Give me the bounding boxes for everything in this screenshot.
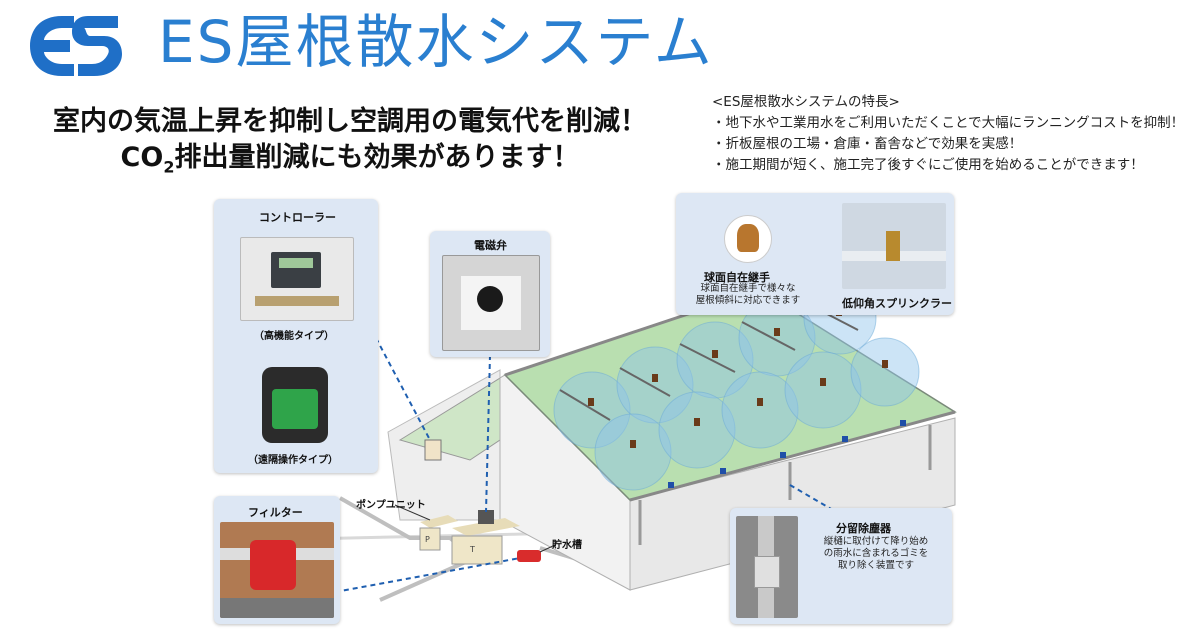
separator-panel: 分留除塵器 縦樋に取付けて降り始め の雨水に含まれるゴミを 取り除く装置です [730, 508, 952, 624]
controller-type-remote: （遠隔操作タイプ） [248, 455, 338, 466]
headline: 室内の気温上昇を抑制し空調用の電気代を削減！ CO2排出量削減にも効果があります… [20, 104, 680, 185]
svg-text:P: P [425, 535, 430, 544]
filter-panel: フィルター [214, 496, 340, 624]
valve-title: 電磁弁 [474, 239, 507, 252]
features-list: <ES屋根散水システムの特長> ・地下水や工業用水をご利用いただくことで大幅にラ… [712, 92, 1192, 176]
controller-photo-remote [262, 367, 328, 443]
brand-title: ES屋根散水システム [158, 8, 714, 76]
joint-photo [724, 215, 772, 263]
joint-desc: 球面自在継手で様々な屋根傾斜に対応できます [695, 283, 801, 306]
controller-title: コントローラー [259, 211, 336, 224]
headline-line1: 室内の気温上昇を抑制し空調用の電気代を削減！ [53, 106, 647, 137]
svg-text:T: T [469, 545, 475, 554]
separator-title: 分留除塵器 [836, 522, 891, 535]
features-heading: <ES屋根散水システムの特長> [712, 94, 900, 110]
filter-title: フィルター [248, 506, 303, 519]
filter-photo [220, 522, 334, 618]
feature-item: ・地下水や工業用水をご利用いただくことで大幅にランニングコストを抑制！ [712, 115, 1185, 131]
separator-photo [736, 516, 798, 618]
sprinkler-panel: 球面自在継手 球面自在継手で様々な屋根傾斜に対応できます 低仰角スプリンクラー [676, 193, 954, 315]
headline-line2: CO2排出量削減にも効果があります！ [120, 142, 580, 177]
joint-title: 球面自在継手 [704, 271, 770, 284]
tank-label: 貯水槽 [552, 540, 582, 551]
pump-label: ポンプユニット [356, 500, 426, 511]
feature-item: ・施工期間が短く、施工完了後すぐにご使用を始めることができます！ [712, 157, 1144, 173]
controller-photo-high [240, 237, 354, 321]
sprinkler-photo [842, 203, 946, 289]
controller-type-high: （高機能タイプ） [254, 331, 334, 342]
controller-panel: コントローラー （高機能タイプ） （遠隔操作タイプ） [214, 199, 378, 473]
valve-photo [442, 255, 540, 351]
es-logo [30, 16, 122, 76]
sprinkler-title: 低仰角スプリンクラー [842, 297, 952, 310]
feature-item: ・折板屋根の工場・倉庫・畜舎などで効果を実感！ [712, 136, 1023, 152]
pump-unit [419, 510, 520, 565]
separator-desc: 縦樋に取付けて降り始め の雨水に含まれるゴミを 取り除く装置です [823, 536, 929, 571]
valve-panel: 電磁弁 [430, 231, 550, 357]
